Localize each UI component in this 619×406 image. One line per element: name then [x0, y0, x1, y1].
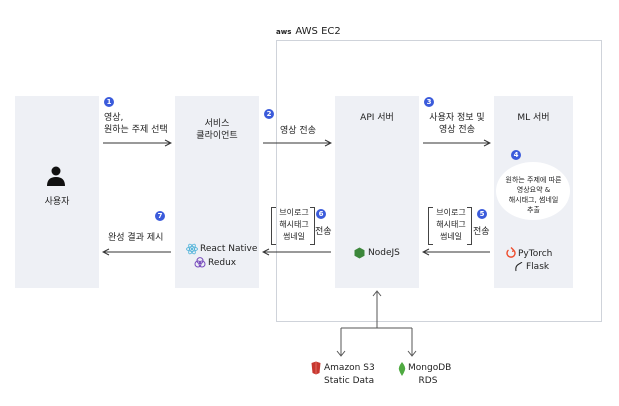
flask-icon [515, 262, 523, 272]
step5-list: 브이로그 해시태그 썸네일 [436, 208, 466, 241]
nodejs-label: NodeJS [368, 248, 400, 258]
step3-badge: 3 [424, 97, 434, 107]
step5-brace-left [428, 207, 433, 245]
react-icon [186, 243, 198, 255]
amazon-s3-label: Amazon S3 [324, 363, 375, 373]
step6-brace-left [271, 207, 276, 245]
mongodb-icon [398, 362, 406, 376]
aws-ec2-title: AWS EC2 [295, 26, 341, 37]
user-label: 사용자 [44, 197, 70, 207]
pytorch-label: PyTorch [518, 249, 553, 259]
step7-text: 완성 결과 제시 [108, 233, 164, 243]
amazon-s3-icon [311, 361, 321, 375]
react-native-label: React Native [200, 244, 258, 254]
aws-logo: aws [276, 27, 292, 36]
pytorch-icon [506, 247, 516, 258]
step1-badge: 1 [104, 97, 114, 107]
step6-badge: 6 [316, 209, 326, 219]
mongodb-label: MongoDB [408, 363, 452, 373]
user-icon [47, 166, 65, 186]
step3-text: 사용자 정보 및 영상 전송 [429, 113, 485, 135]
ml-server-title: ML 서버 [517, 113, 550, 123]
api-server-box [335, 96, 419, 288]
redux-icon [194, 257, 206, 268]
step6-brace-right [310, 207, 315, 245]
step4-badge: 4 [511, 150, 521, 160]
aws-ec2-container [276, 40, 602, 322]
step5-suffix: 전송 [473, 227, 490, 237]
step6-list: 브이로그 해시태그 썸네일 [279, 208, 309, 241]
nodejs-icon [354, 247, 365, 259]
aws-ec2-header: aws AWS EC2 [276, 26, 341, 37]
static-data-label: Static Data [324, 376, 375, 386]
api-server-title: API 서버 [360, 113, 394, 123]
redux-label: Redux [208, 258, 237, 268]
client-box [175, 96, 259, 288]
step7-badge: 7 [155, 211, 165, 221]
step6-suffix: 전송 [315, 227, 332, 237]
step1-text: 영상, 원하는 주제 선택 [104, 113, 168, 135]
step2-text: 영상 전송 [280, 126, 316, 136]
ml-process-bubble [496, 162, 570, 220]
step5-badge: 5 [477, 209, 487, 219]
ml-process-text: 원하는 주제에 따른 영상요약 & 해시태그, 썸네일 추출 [505, 176, 562, 214]
user-box [15, 96, 99, 288]
client-title: 서비스 클라이언트 [196, 119, 238, 141]
step2-badge: 2 [264, 109, 274, 119]
rds-label: RDS [418, 376, 438, 386]
step5-brace-right [467, 207, 472, 245]
flask-label: Flask [526, 262, 550, 272]
